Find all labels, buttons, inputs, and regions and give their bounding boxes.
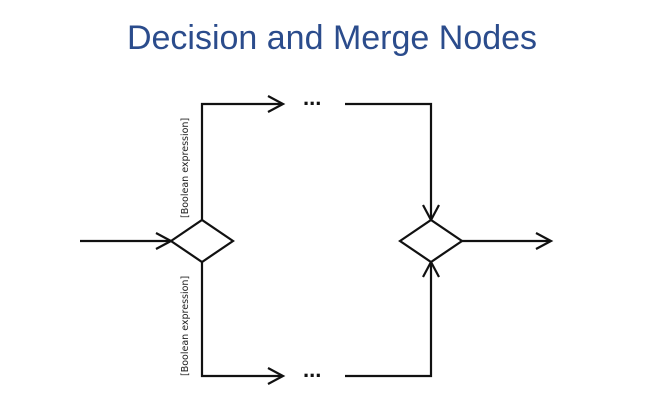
decision-node bbox=[169, 218, 235, 264]
merge-node bbox=[398, 218, 464, 264]
guard-label-bottom: [Boolean expression] bbox=[180, 276, 191, 376]
bottom-ellipsis: ... bbox=[303, 357, 321, 382]
top-ellipsis: ... bbox=[303, 85, 321, 110]
top-branch-arrowhead bbox=[267, 95, 286, 113]
top-merge-line bbox=[345, 102, 433, 218]
outgoing-flow-arrowhead bbox=[535, 232, 554, 250]
top-branch-line bbox=[200, 102, 281, 220]
slide-title: Decision and Merge Nodes bbox=[126, 19, 538, 57]
bottom-merge-line bbox=[345, 264, 433, 378]
bottom-branch-line bbox=[200, 262, 281, 378]
guard-label-top: [Boolean expression] bbox=[180, 118, 191, 218]
bottom-branch-arrowhead bbox=[267, 367, 286, 385]
